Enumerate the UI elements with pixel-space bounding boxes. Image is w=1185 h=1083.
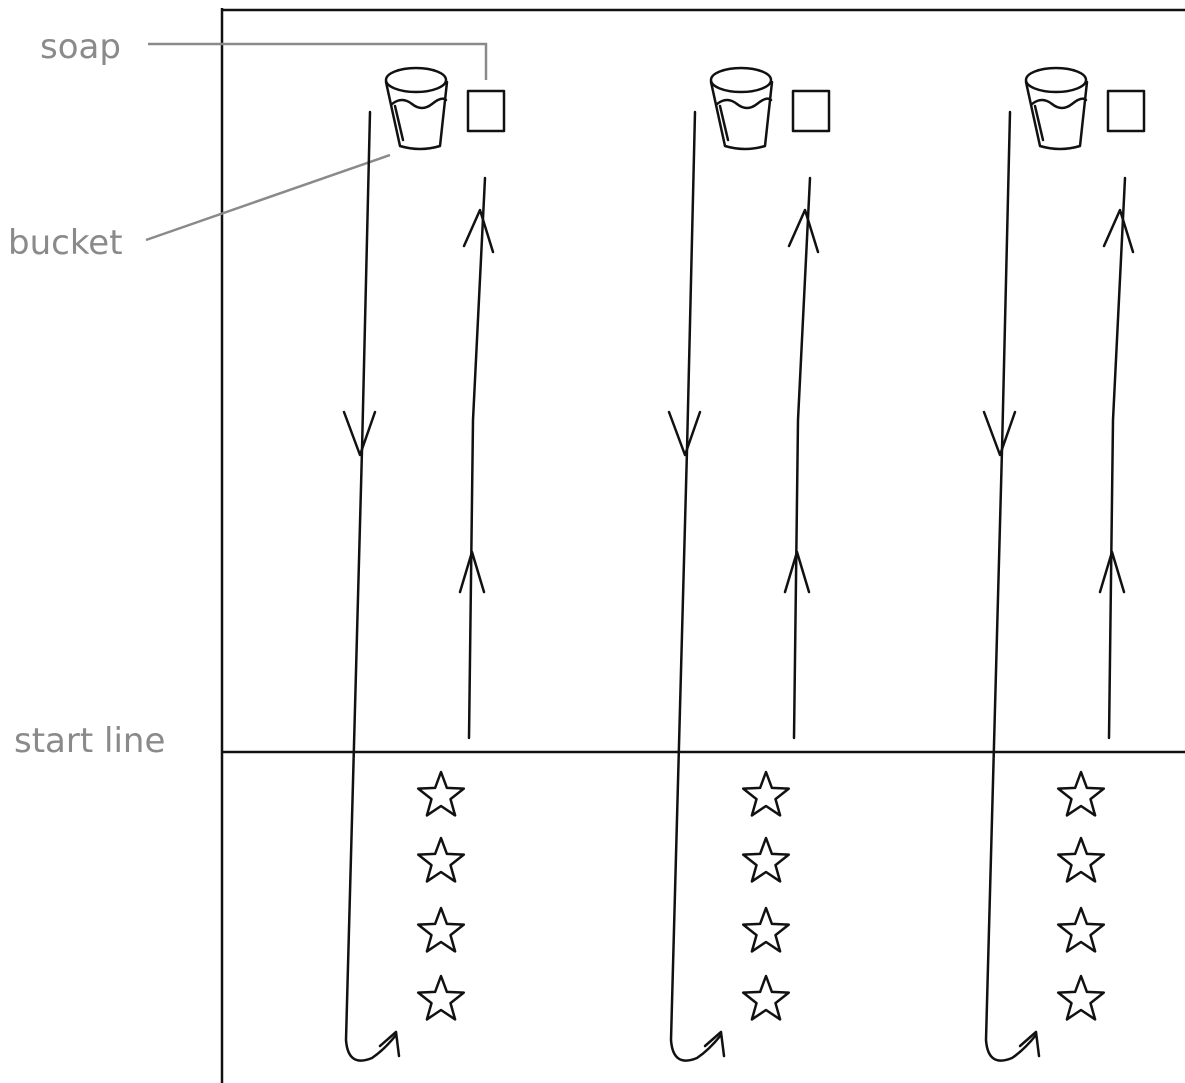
- lane-3: [982, 66, 1146, 1062]
- arrow-hook-icon: [703, 1030, 726, 1058]
- bucket-handle-line: [393, 104, 405, 142]
- return-path: [792, 176, 812, 740]
- bucket-water: [1030, 97, 1088, 110]
- soap-label: soap: [40, 27, 121, 67]
- bucket-leader-line: [145, 153, 391, 242]
- star-icon: [741, 974, 791, 1021]
- soap-icon: [1106, 89, 1146, 133]
- soap-icon: [791, 89, 831, 133]
- arrow-down-icon: [342, 410, 377, 457]
- bucket-rim: [384, 66, 448, 94]
- outgoing-path: [669, 110, 723, 1062]
- bucket-label: bucket: [8, 223, 123, 263]
- bucket-icon: [384, 66, 449, 151]
- start-line-label: start line: [14, 721, 165, 761]
- return-path: [1107, 176, 1127, 740]
- star-icon: [741, 836, 791, 883]
- arrow-down-icon: [667, 410, 702, 457]
- bucket-water: [390, 97, 448, 110]
- star-icon: [741, 906, 791, 953]
- arrow-up-icon: [462, 208, 495, 254]
- bucket-water: [715, 97, 773, 110]
- arrow-up-icon: [1102, 208, 1135, 254]
- star-icon: [416, 836, 466, 883]
- arrow-up-icon: [458, 550, 486, 594]
- star-icon: [741, 770, 791, 817]
- outgoing-path: [984, 110, 1038, 1062]
- bucket-body: [709, 80, 774, 151]
- arrow-up-icon: [1098, 550, 1126, 594]
- soap-leader-line: [148, 42, 488, 80]
- return-path: [467, 176, 487, 740]
- lane-1: [342, 66, 506, 1062]
- bucket-body: [1024, 80, 1089, 151]
- bucket-icon: [1024, 66, 1089, 151]
- bucket-rim: [709, 66, 773, 94]
- arrow-hook-icon: [1018, 1030, 1041, 1058]
- arrow-up-icon: [787, 208, 820, 254]
- star-icon: [1056, 906, 1106, 953]
- lane-2: [667, 66, 831, 1062]
- arrow-down-icon: [982, 410, 1017, 457]
- star-icon: [1056, 836, 1106, 883]
- arrow-hook-icon: [378, 1030, 401, 1058]
- bucket-rim: [1024, 66, 1088, 94]
- outgoing-path: [344, 110, 398, 1062]
- soap-icon: [466, 89, 506, 133]
- arrow-up-icon: [783, 550, 811, 594]
- star-icon: [1056, 770, 1106, 817]
- bucket-body: [384, 80, 449, 151]
- star-icon: [416, 906, 466, 953]
- star-icon: [416, 974, 466, 1021]
- star-icon: [416, 770, 466, 817]
- lanes: [342, 66, 1146, 1062]
- bucket-handle-line: [1033, 104, 1045, 142]
- star-icon: [1056, 974, 1106, 1021]
- bucket-handle-line: [718, 104, 730, 142]
- bucket-icon: [709, 66, 774, 151]
